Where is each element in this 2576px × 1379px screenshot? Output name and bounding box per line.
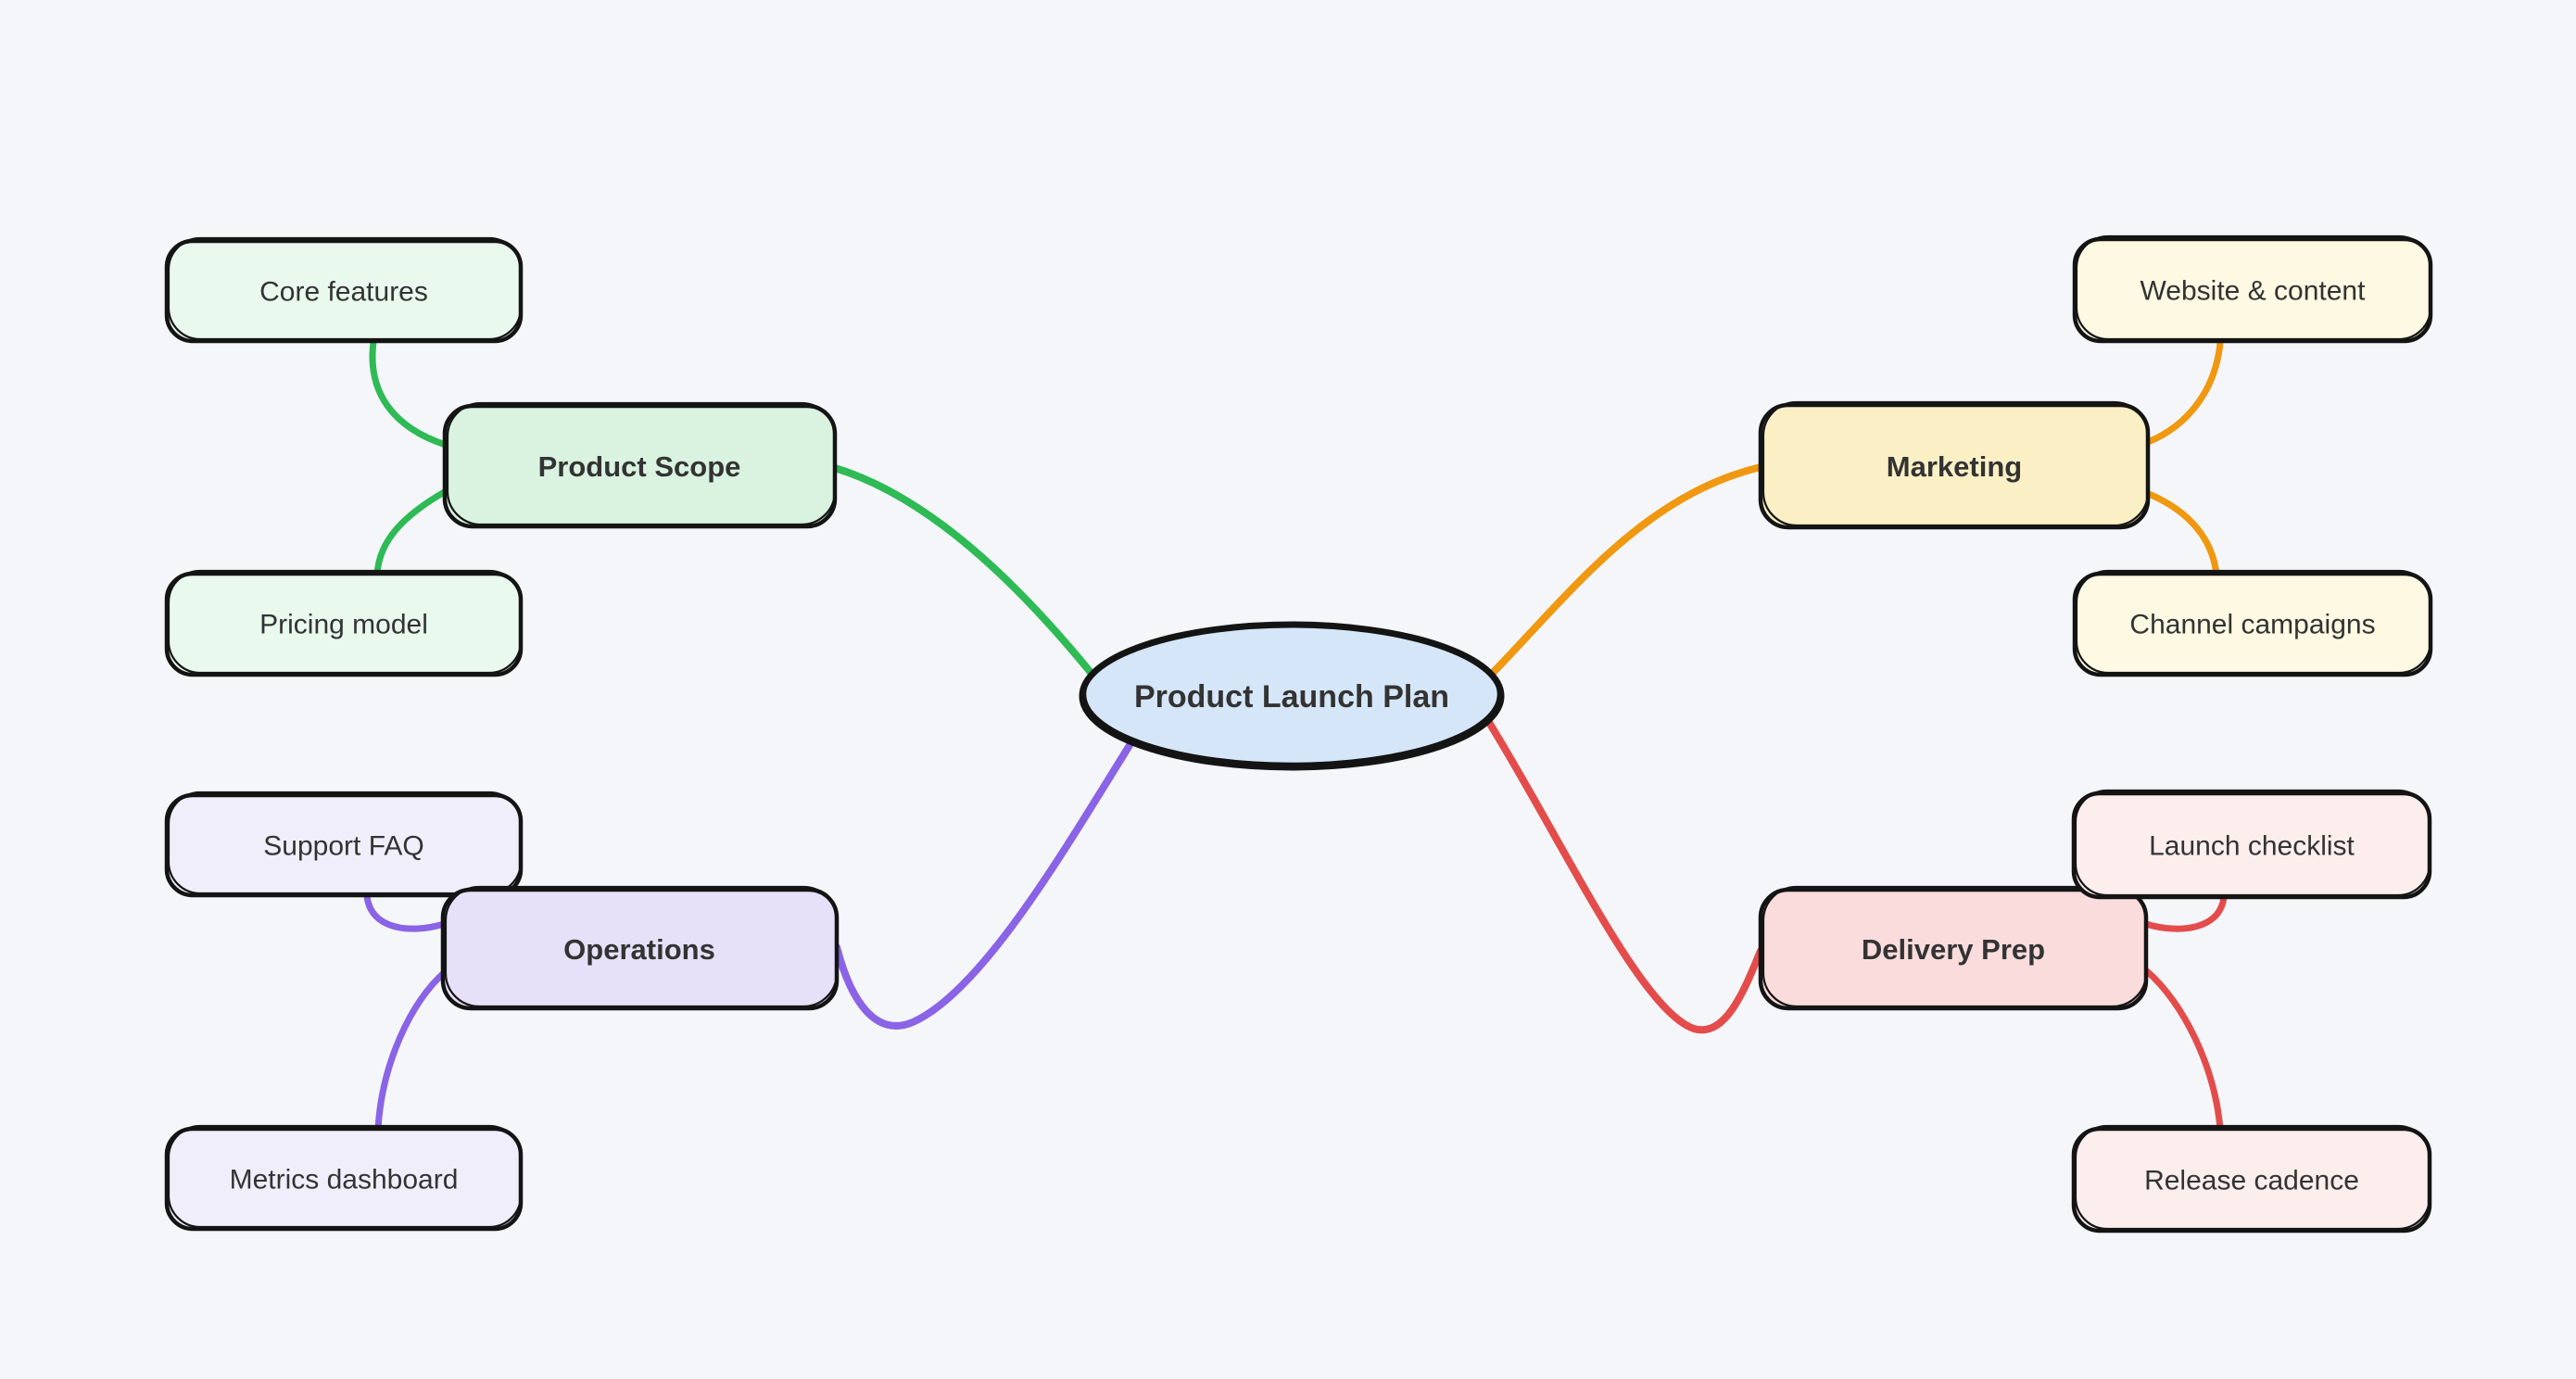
edge-center-marketing [1487, 463, 1764, 678]
edge-operations-support-faq [363, 892, 448, 932]
child-node-channel-campaigns: Channel campaigns [2072, 569, 2433, 677]
node-outline-sketch [2075, 234, 2432, 341]
branch-node-delivery-prep-label: Delivery Prep [1862, 933, 2045, 966]
node-layer: Core features Pricing model Product Scop… [164, 234, 2433, 1234]
branch-node-product-scope: Product Scope [442, 401, 838, 529]
node-outline-sketch [1762, 885, 2148, 1008]
node-outline-sketch [1083, 623, 1500, 765]
child-node-pricing-model: Pricing model [164, 569, 524, 677]
node-outline-sketch [446, 401, 837, 526]
child-node-website-content: Website & content [2072, 234, 2433, 344]
node-outline-sketch [2074, 789, 2431, 897]
node-outline-sketch [167, 236, 523, 341]
node-outline-sketch [167, 791, 523, 895]
branch-node-marketing: Marketing [1758, 400, 2151, 530]
child-node-support-faq: Support FAQ [164, 791, 524, 898]
branch-node-marketing-label: Marketing [1887, 450, 2022, 483]
center-node: Product Launch Plan [1079, 621, 1505, 771]
edge-layer [363, 338, 2228, 1132]
edge-product-scope-core-features [369, 338, 449, 449]
node-outline-sketch [167, 1124, 523, 1229]
child-node-launch-checklist-label: Launch checklist [2149, 831, 2355, 862]
child-node-website-content-label: Website & content [2140, 276, 2367, 307]
child-node-release-cadence-label: Release cadence [2144, 1166, 2359, 1196]
child-node-core-features-label: Core features [259, 277, 428, 308]
child-node-core-features: Core features [164, 236, 524, 344]
branch-node-operations: Operations [440, 885, 840, 1011]
child-node-launch-checklist: Launch checklist [2071, 789, 2432, 900]
edge-product-scope-pricing-model [373, 487, 449, 578]
node-outline-sketch [2074, 1124, 2431, 1231]
child-node-channel-campaigns-label: Channel campaigns [2129, 610, 2375, 640]
node-outline-sketch [1762, 400, 2150, 527]
child-node-pricing-model-label: Pricing model [259, 610, 428, 640]
edge-center-product-scope [831, 464, 1096, 678]
node-outline-sketch [2075, 569, 2432, 675]
branch-node-operations-label: Operations [563, 933, 715, 966]
edge-operations-metrics-dashboard [374, 968, 449, 1132]
child-node-metrics-dashboard-label: Metrics dashboard [230, 1165, 459, 1196]
branch-node-delivery-prep: Delivery Prep [1758, 885, 2149, 1011]
edge-delivery-prep-release-cadence [2143, 968, 2224, 1132]
child-node-metrics-dashboard: Metrics dashboard [164, 1124, 524, 1232]
center-node-label: Product Launch Plan [1134, 679, 1449, 715]
edge-center-delivery-prep [1484, 717, 1764, 1034]
child-node-release-cadence: Release cadence [2071, 1124, 2432, 1234]
node-outline-sketch [444, 885, 839, 1008]
child-node-support-faq-label: Support FAQ [263, 831, 423, 862]
edge-marketing-channel-campaigns [2145, 490, 2220, 578]
node-outline-sketch [167, 569, 523, 675]
edge-marketing-website-content [2144, 339, 2224, 446]
edge-center-operations [833, 739, 1135, 1030]
branch-node-product-scope-label: Product Scope [538, 450, 741, 483]
edge-delivery-prep-launch-checklist [2142, 893, 2228, 932]
